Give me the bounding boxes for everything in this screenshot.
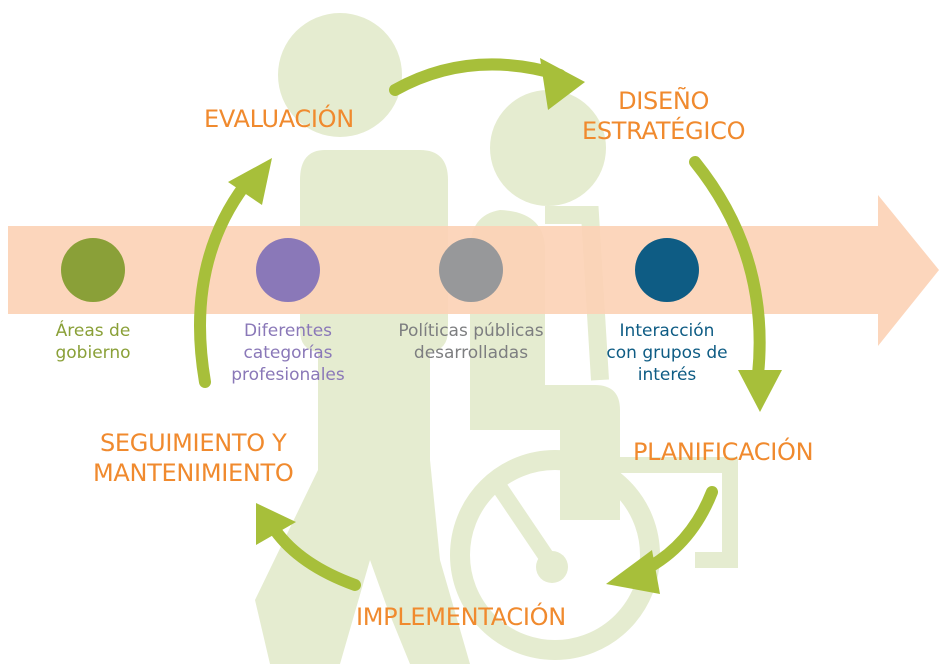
areas-dot: [61, 238, 125, 302]
category-areas: Áreas de gobierno: [55, 320, 130, 364]
cycle-arrow-implementation-to-monitoring: [256, 503, 361, 591]
professions-dot: [256, 238, 320, 302]
cycle-arrow-planning-to-implementation: [606, 486, 718, 594]
category-professions: Diferentes categorías profesionales: [231, 320, 344, 386]
category-stakeholders-line-3: interés: [637, 365, 697, 385]
stage-planning: PLANIFICACIÓN: [633, 437, 814, 467]
cycle-arrow-evaluation-to-design: [389, 58, 585, 110]
stage-planning-label: PLANIFICACIÓN: [633, 438, 814, 466]
category-policies-line-2: desarrolladas: [413, 343, 529, 363]
stage-monitoring-line-2: MANTENIMIENTO: [93, 459, 294, 487]
category-stakeholders-line-2: con grupos de: [606, 343, 728, 363]
category-professions-line-2: categorías: [243, 343, 333, 363]
category-stakeholders-line-1: Interacción: [619, 321, 715, 341]
stage-evaluation: EVALUACIÓN: [204, 104, 354, 134]
cycle-arrow-design-to-planning: [689, 156, 782, 412]
category-areas-line-1: Áreas de: [55, 321, 131, 341]
stage-design-line-2: ESTRATÉGICO: [582, 117, 746, 145]
category-policies: Políticas públicas desarrolladas: [398, 320, 543, 364]
category-professions-line-1: Diferentes: [243, 321, 333, 341]
cycle-arrow-monitoring-to-evaluation: [194, 158, 272, 388]
stakeholders-dot: [635, 238, 699, 302]
category-professions-line-3: profesionales: [231, 365, 345, 385]
policies-dot: [439, 238, 503, 302]
stage-design: DISEÑO ESTRATÉGICO: [582, 86, 745, 146]
stage-evaluation-label: EVALUACIÓN: [204, 105, 354, 133]
stage-implementation: IMPLEMENTACIÓN: [356, 602, 566, 632]
category-areas-line-2: gobierno: [55, 343, 131, 363]
stage-implementation-label: IMPLEMENTACIÓN: [356, 603, 566, 631]
category-policies-line-1: Políticas públicas: [398, 321, 544, 341]
category-stakeholders: Interacción con grupos de interés: [606, 320, 727, 386]
stage-monitoring-line-1: SEGUIMIENTO Y: [100, 429, 287, 457]
stage-monitoring: SEGUIMIENTO Y MANTENIMIENTO: [93, 428, 294, 488]
stage-design-line-1: DISEÑO: [618, 87, 710, 115]
